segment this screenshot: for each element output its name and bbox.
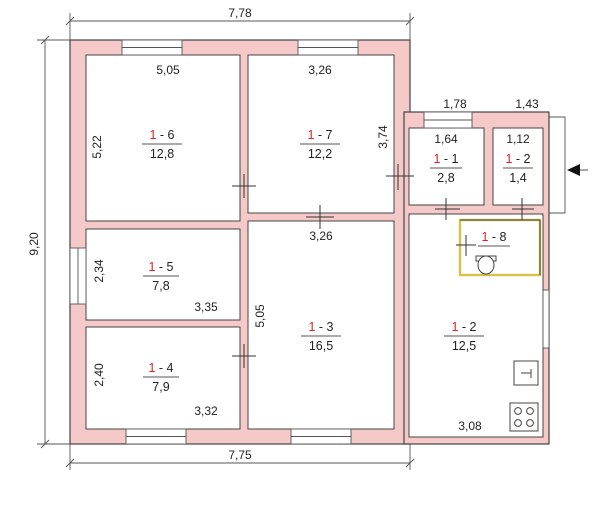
room-1-2-small-width: 1,12 bbox=[506, 132, 530, 146]
room-1-3[interactable] bbox=[247, 220, 395, 430]
room-1-4-area: 7,9 bbox=[152, 380, 169, 394]
room-1-5-height: 2,34 bbox=[92, 259, 106, 283]
room-1-1[interactable] bbox=[408, 127, 485, 206]
dim-left-total: 9,20 bbox=[27, 232, 41, 256]
room-1-6-height: 5,22 bbox=[90, 135, 104, 159]
room-1-2-small[interactable] bbox=[492, 127, 544, 206]
room-1-5-label: 1 - 5 bbox=[148, 260, 173, 274]
room-1-1-area: 2,8 bbox=[437, 171, 454, 185]
room-1-5-area: 7,8 bbox=[152, 279, 169, 293]
dimension-lines bbox=[37, 13, 415, 470]
room-1-4-width: 3,32 bbox=[194, 404, 218, 418]
room-1-4-height: 2,40 bbox=[92, 363, 106, 387]
room-1-7-height: 3,74 bbox=[376, 125, 390, 149]
room-1-4-label: 1 - 4 bbox=[148, 361, 173, 375]
room-1-1-label: 1 - 1 bbox=[433, 152, 458, 166]
room-1-7-width-lower: 3,26 bbox=[309, 229, 333, 243]
room-1-2-small-area: 1,4 bbox=[509, 171, 526, 185]
room-1-5[interactable] bbox=[85, 228, 241, 321]
room-1-6-area: 12,8 bbox=[150, 147, 174, 161]
windows bbox=[69, 39, 550, 445]
room-1-5-width: 3,35 bbox=[194, 300, 218, 314]
room-1-3-height: 5,05 bbox=[253, 304, 267, 328]
room-1-3-area: 16,5 bbox=[309, 339, 333, 353]
entrance bbox=[549, 116, 588, 214]
room-1-7-label: 1 - 7 bbox=[307, 128, 332, 142]
room-1-8[interactable] bbox=[458, 218, 542, 277]
doors bbox=[232, 164, 534, 368]
room-1-7-width: 3,26 bbox=[308, 63, 332, 77]
dim-bottom-total: 7,75 bbox=[228, 448, 252, 462]
room-1-8-label: 1 - 8 bbox=[481, 230, 506, 244]
room-1-6-label: 1 - 6 bbox=[149, 128, 174, 142]
room-1-1-width: 1,64 bbox=[434, 132, 458, 146]
toilet-icon bbox=[475, 255, 497, 275]
dim-annex-top-right: 1,43 bbox=[515, 97, 539, 111]
room-1-2-width: 3,08 bbox=[458, 419, 482, 433]
sink-icon bbox=[513, 360, 539, 386]
room-1-2-small-label: 1 - 2 bbox=[505, 152, 530, 166]
room-1-7-area: 12,2 bbox=[308, 147, 332, 161]
entrance-arrow-icon bbox=[567, 164, 580, 176]
room-1-6-width: 5,05 bbox=[156, 63, 180, 77]
room-1-4[interactable] bbox=[85, 326, 241, 430]
dim-top-total: 7,78 bbox=[228, 6, 252, 20]
window-right bbox=[542, 289, 550, 349]
room-1-2-label: 1 - 2 bbox=[451, 320, 476, 334]
dim-annex-top-left: 1,78 bbox=[443, 97, 467, 111]
room-1-7[interactable] bbox=[247, 54, 395, 214]
room-1-3-label: 1 - 3 bbox=[308, 320, 333, 334]
stove-icon bbox=[509, 402, 539, 432]
room-1-2-area: 12,5 bbox=[452, 339, 476, 353]
